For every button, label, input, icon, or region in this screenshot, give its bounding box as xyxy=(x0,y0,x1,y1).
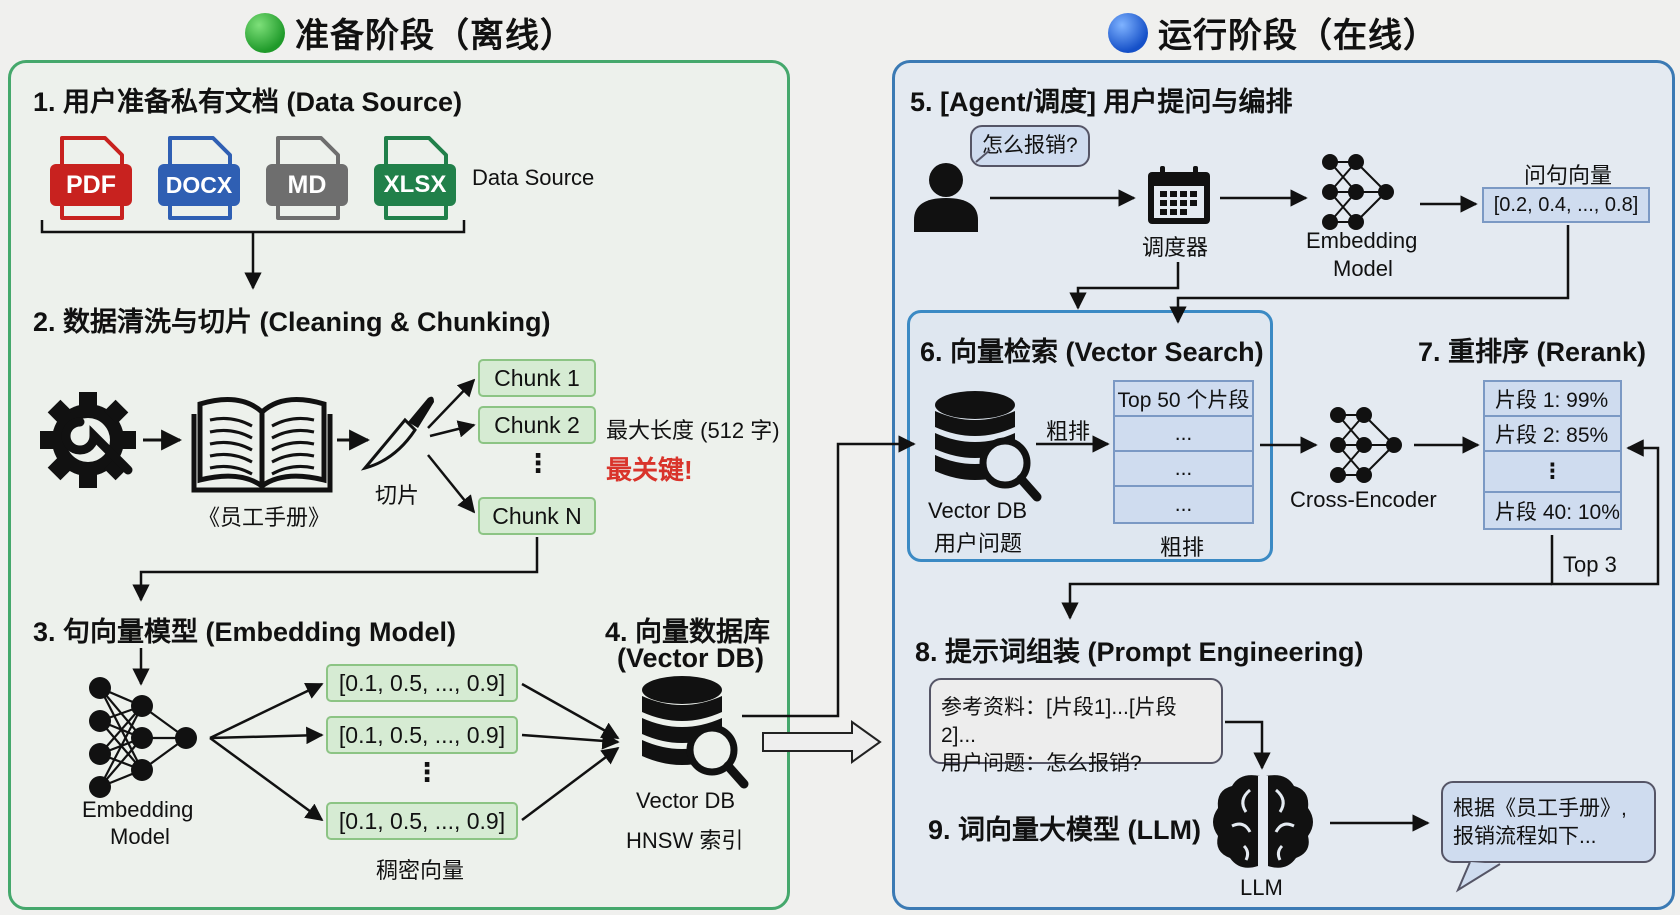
hnsw-index-label: HNSW 索引 xyxy=(626,828,744,853)
llm-label: LLM xyxy=(1240,875,1283,900)
book-label: 《员工手册》 xyxy=(198,505,331,530)
step3-title: 3. 句向量模型 (Embedding Model) xyxy=(33,617,456,647)
cross-encoder-label: Cross-Encoder xyxy=(1290,487,1437,512)
query-embedding-label-1: Embedding xyxy=(1306,228,1418,253)
query-vector: [0.2, 0.4, ..., 0.8] xyxy=(1482,187,1650,223)
step2-title: 2. 数据清洗与切片 (Cleaning & Chunking) xyxy=(33,307,551,337)
online-title-text: 运行阶段（在线） xyxy=(1158,17,1438,55)
chunk-ellipsis: ⋮ xyxy=(525,448,551,478)
data-source-caption: Data Source xyxy=(472,165,595,190)
top50-header: Top 50 个片段 xyxy=(1115,382,1252,417)
online-phase-title: 运行阶段（在线） xyxy=(1108,8,1438,57)
answer-bubble: 根据《员工手册》, 报销流程如下... xyxy=(1441,781,1656,863)
chunk-n: Chunk N xyxy=(478,497,596,535)
pdf-file-icon: PDF xyxy=(50,164,132,206)
step1-title: 1. 用户准备私有文档 (Data Source) xyxy=(33,87,463,117)
search-db-label-1: Vector DB xyxy=(928,498,1028,523)
vector-db-label: Vector DB xyxy=(636,788,736,813)
vector-2: [0.1, 0.5, ..., 0.9] xyxy=(326,716,518,754)
step5-title: 5. [Agent/调度] 用户提问与编排 xyxy=(910,87,1293,117)
rerank-row: ⋮ xyxy=(1485,452,1620,493)
answer-line-2: 报销流程如下... xyxy=(1453,825,1597,848)
vector-ellipsis: ⋮ xyxy=(414,757,440,787)
scheduler-label: 调度器 xyxy=(1142,235,1209,260)
top50-row: ... xyxy=(1115,452,1252,487)
top3-label: Top 3 xyxy=(1563,552,1617,577)
embedding-model-label-2: Model xyxy=(110,824,170,849)
rerank-row: 片段 40: 10% xyxy=(1495,500,1620,524)
xlsx-file-icon: XLSX xyxy=(374,164,456,206)
coarse-rank-arrow-label: 粗排 xyxy=(1046,419,1091,444)
question-bubble: 怎么报销? xyxy=(970,125,1090,167)
prompt-line-2: 用户问题：怎么报销? xyxy=(941,752,1142,775)
query-embedding-label-2: Model xyxy=(1333,256,1393,281)
coarse-rank-caption: 粗排 xyxy=(1160,535,1205,560)
rerank-row: 片段 1: 99% xyxy=(1485,382,1620,417)
top50-list: Top 50 个片段 ... ... ... xyxy=(1113,380,1254,524)
vector-n: [0.1, 0.5, ..., 0.9] xyxy=(326,802,518,840)
knife-label: 切片 xyxy=(375,483,420,508)
query-vector-title: 问句向量 xyxy=(1524,163,1613,188)
key-note: 最关键! xyxy=(606,455,693,485)
green-dot-icon xyxy=(245,12,285,53)
step4-title-2: (Vector DB) xyxy=(617,643,765,673)
question-text: 怎么报销? xyxy=(982,134,1078,157)
embedding-model-label-1: Embedding xyxy=(82,797,194,822)
blue-dot-icon xyxy=(1108,12,1148,53)
top50-row: ... xyxy=(1115,417,1252,452)
top50-row: ... xyxy=(1174,492,1193,516)
step6-title: 6. 向量检索 (Vector Search) xyxy=(920,337,1264,367)
step9-title: 9. 词向量大模型 (LLM) xyxy=(928,815,1201,845)
docx-file-icon: DOCX xyxy=(158,164,240,206)
step7-title: 7. 重排序 (Rerank) xyxy=(1418,337,1647,367)
chunk-2: Chunk 2 xyxy=(478,406,596,444)
dense-vector-caption: 稠密向量 xyxy=(376,858,465,883)
offline-phase-title: 准备阶段（离线） xyxy=(245,8,575,57)
step8-title: 8. 提示词组装 (Prompt Engineering) xyxy=(915,637,1364,667)
answer-line-1: 根据《员工手册》, xyxy=(1453,797,1627,820)
prompt-line-1: 参考资料：[片段1]...[片段2]... xyxy=(941,696,1177,747)
max-length-note: 最大长度 (512 字) xyxy=(606,418,780,443)
vector-1: [0.1, 0.5, ..., 0.9] xyxy=(326,664,518,702)
chunk-1: Chunk 1 xyxy=(478,359,596,397)
prompt-box: 参考资料：[片段1]...[片段2]... 用户问题：怎么报销? xyxy=(929,678,1223,775)
rerank-list: 片段 1: 99% 片段 2: 85% ⋮ 片段 40: 10% xyxy=(1483,380,1622,530)
md-file-icon: MD xyxy=(266,164,348,206)
search-db-label-2: 用户问题 xyxy=(934,531,1023,556)
rerank-row: 片段 2: 85% xyxy=(1485,417,1620,452)
offline-title-text: 准备阶段（离线） xyxy=(295,17,575,55)
